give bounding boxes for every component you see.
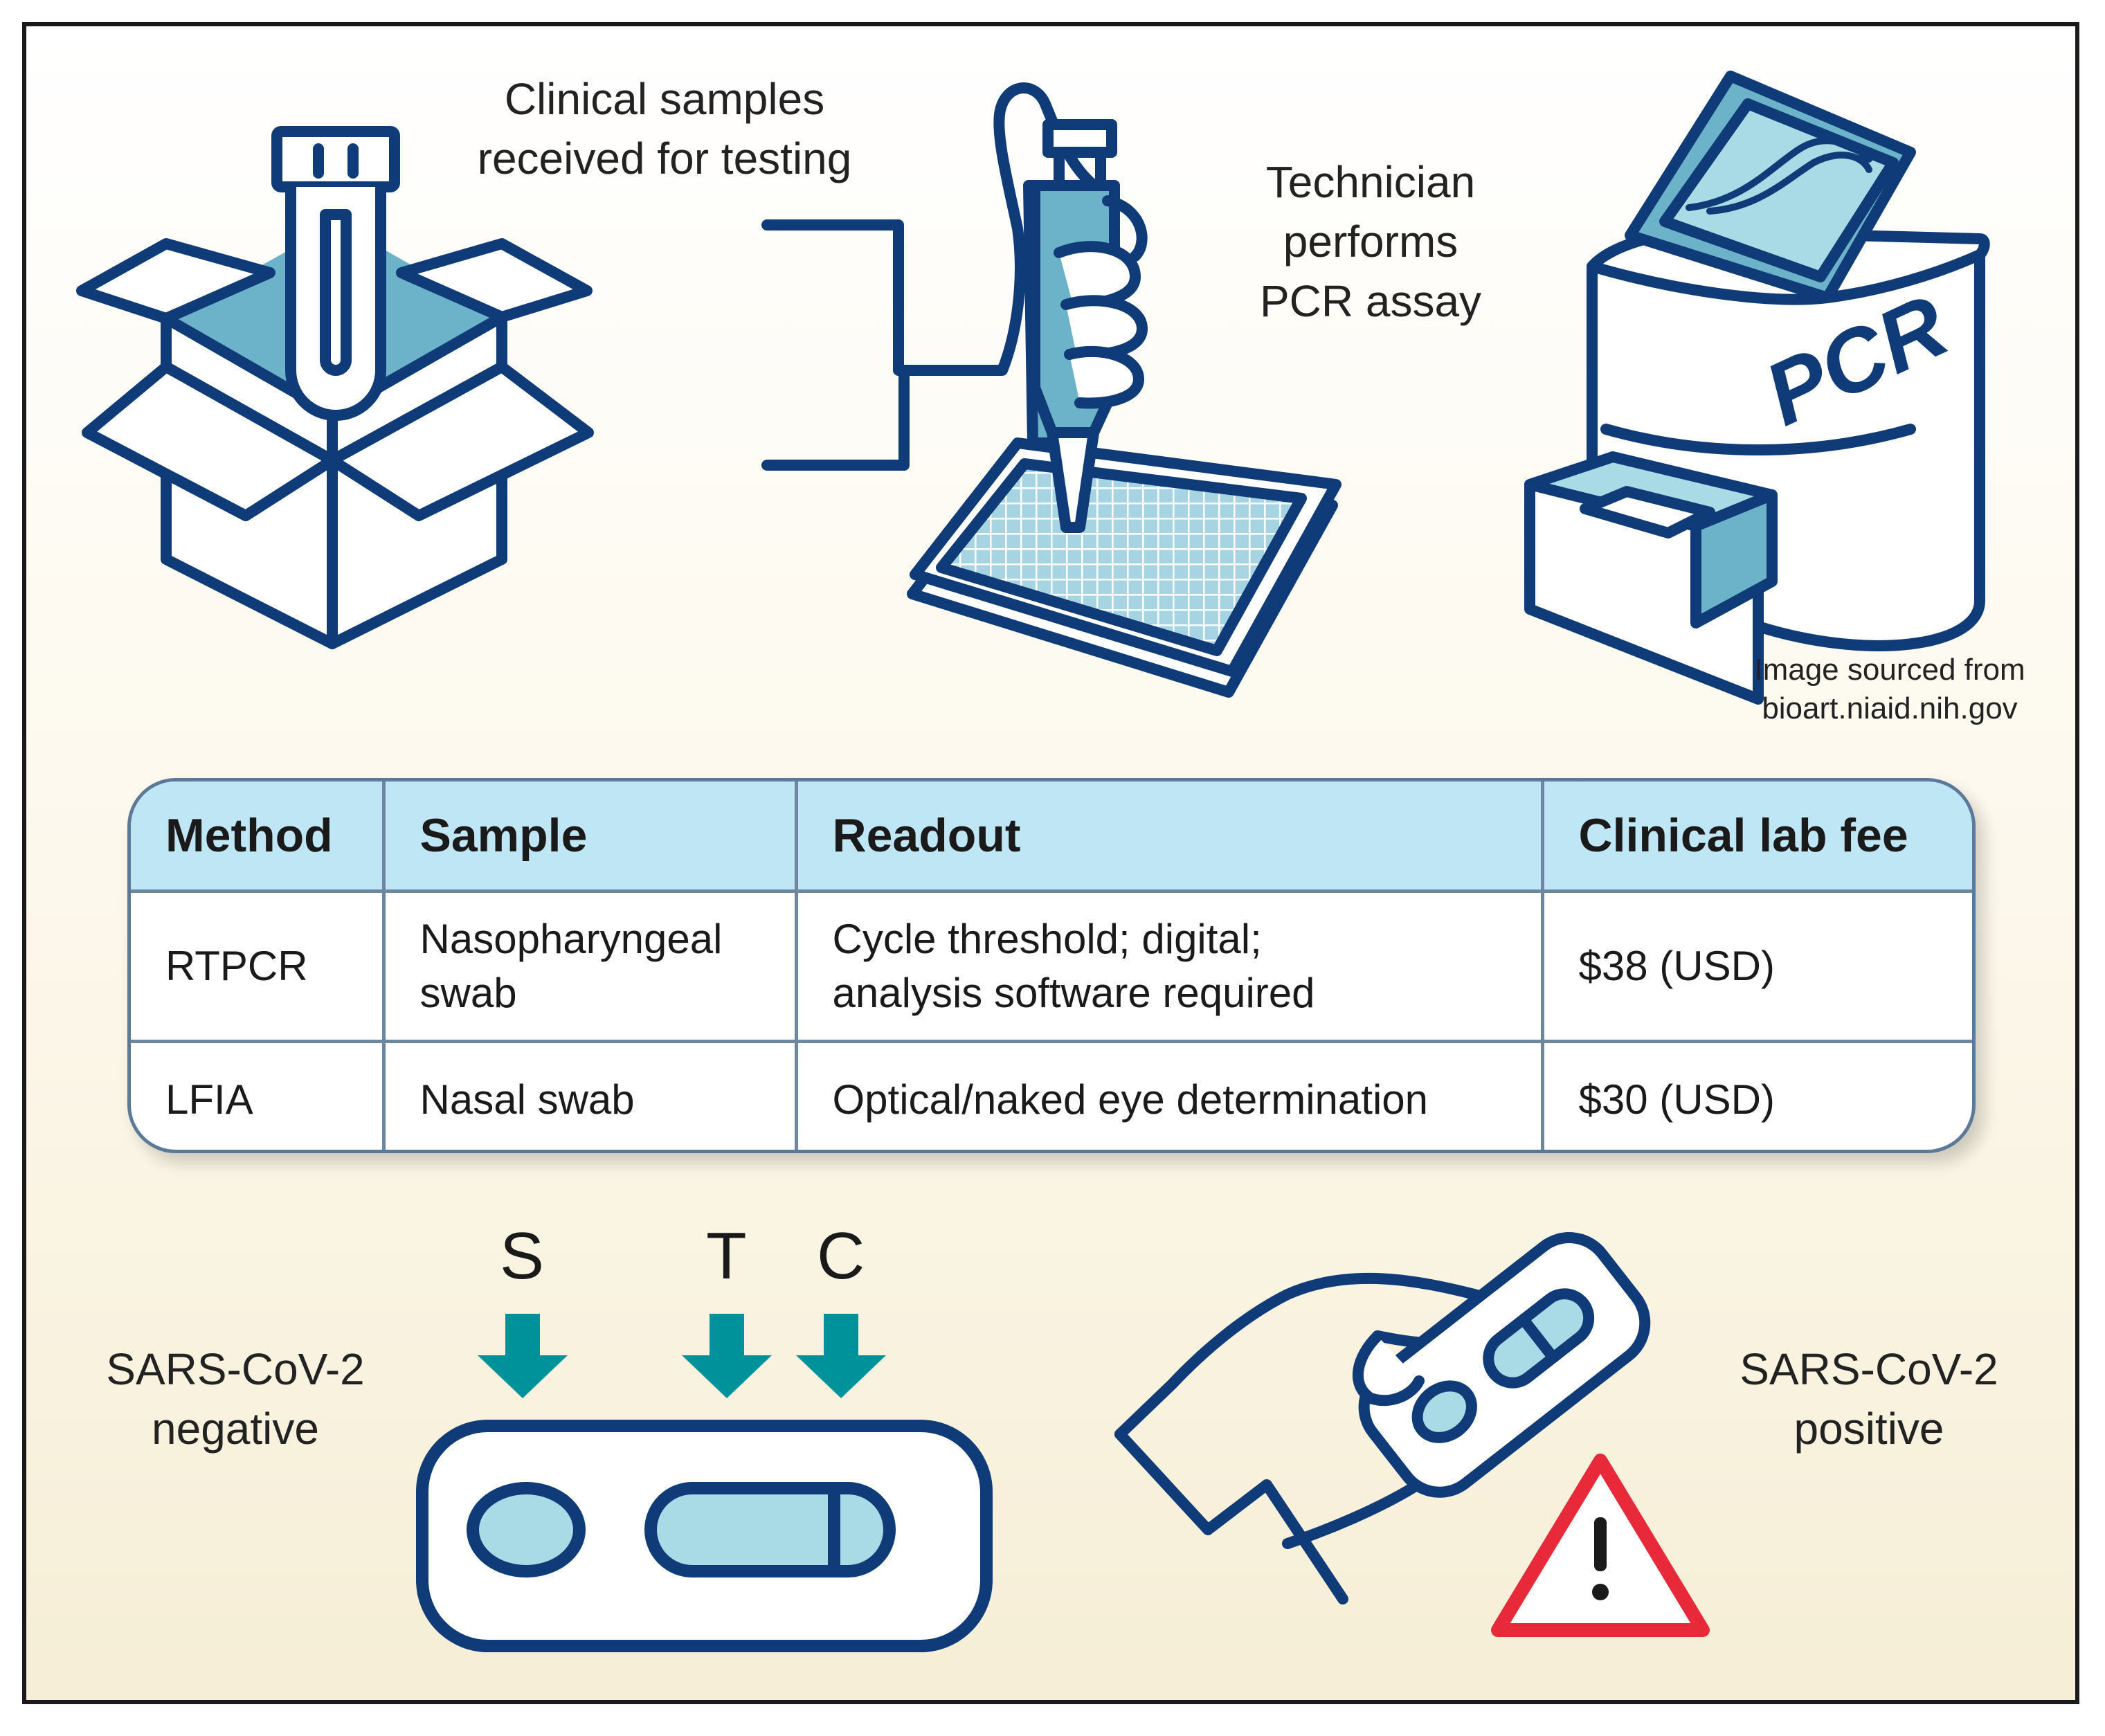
technician-caption: Technician performs PCR assay (1259, 157, 1482, 326)
header-readout: Readout (794, 781, 1544, 893)
cell-method: RTPCR (131, 889, 386, 1043)
test-strip-icon (416, 1420, 993, 1652)
image-credit: Image sourced from bioart.niaid.nih.gov (1754, 653, 2025, 725)
cell-fee: $30 (USD) (1540, 1040, 1972, 1150)
cell-sample: Nasopharyngeal swab (381, 889, 798, 1043)
header-sample: Sample (381, 781, 798, 893)
positive-caption: SARS-CoV-2 positive (1740, 1344, 1998, 1454)
cell-readout: Cycle threshold; digital; analysis softw… (794, 889, 1544, 1043)
cell-readout: Optical/naked eye determination (794, 1040, 1544, 1150)
hand-cassette-icon (1114, 1232, 1651, 1604)
header-fee: Clinical lab fee (1540, 781, 1972, 893)
warning-icon (1491, 1454, 1710, 1637)
pcr-machine-icon (1524, 71, 1990, 705)
cell-fee: $38 (USD) (1540, 889, 1972, 1043)
cell-sample: Nasal swab (381, 1040, 798, 1150)
arrow-s-icon (478, 1314, 568, 1398)
samples-caption: Clinical samples received for testing (477, 74, 852, 183)
cell-method: LFIA (131, 1040, 386, 1150)
pipette-plate-icon (761, 82, 1341, 698)
sample-box-icon (76, 126, 594, 649)
table-row: RTPCR Nasopharyngeal swab Cycle threshol… (131, 889, 1972, 1043)
comparison-table: Method Sample Readout Clinical lab fee R… (127, 778, 1976, 1153)
strip-label-t: T (706, 1219, 747, 1293)
table-header-row: Method Sample Readout Clinical lab fee (131, 781, 1972, 893)
arrow-t-icon (682, 1314, 772, 1398)
table-row: LFIA Nasal swab Optical/naked eye determ… (131, 1040, 1972, 1150)
strip-label-c: C (817, 1219, 865, 1293)
header-method: Method (131, 781, 386, 893)
negative-caption: SARS-CoV-2 negative (106, 1344, 365, 1454)
strip-label-s: S (500, 1219, 545, 1293)
arrow-c-icon (796, 1314, 886, 1398)
strip-arrows (478, 1314, 886, 1398)
